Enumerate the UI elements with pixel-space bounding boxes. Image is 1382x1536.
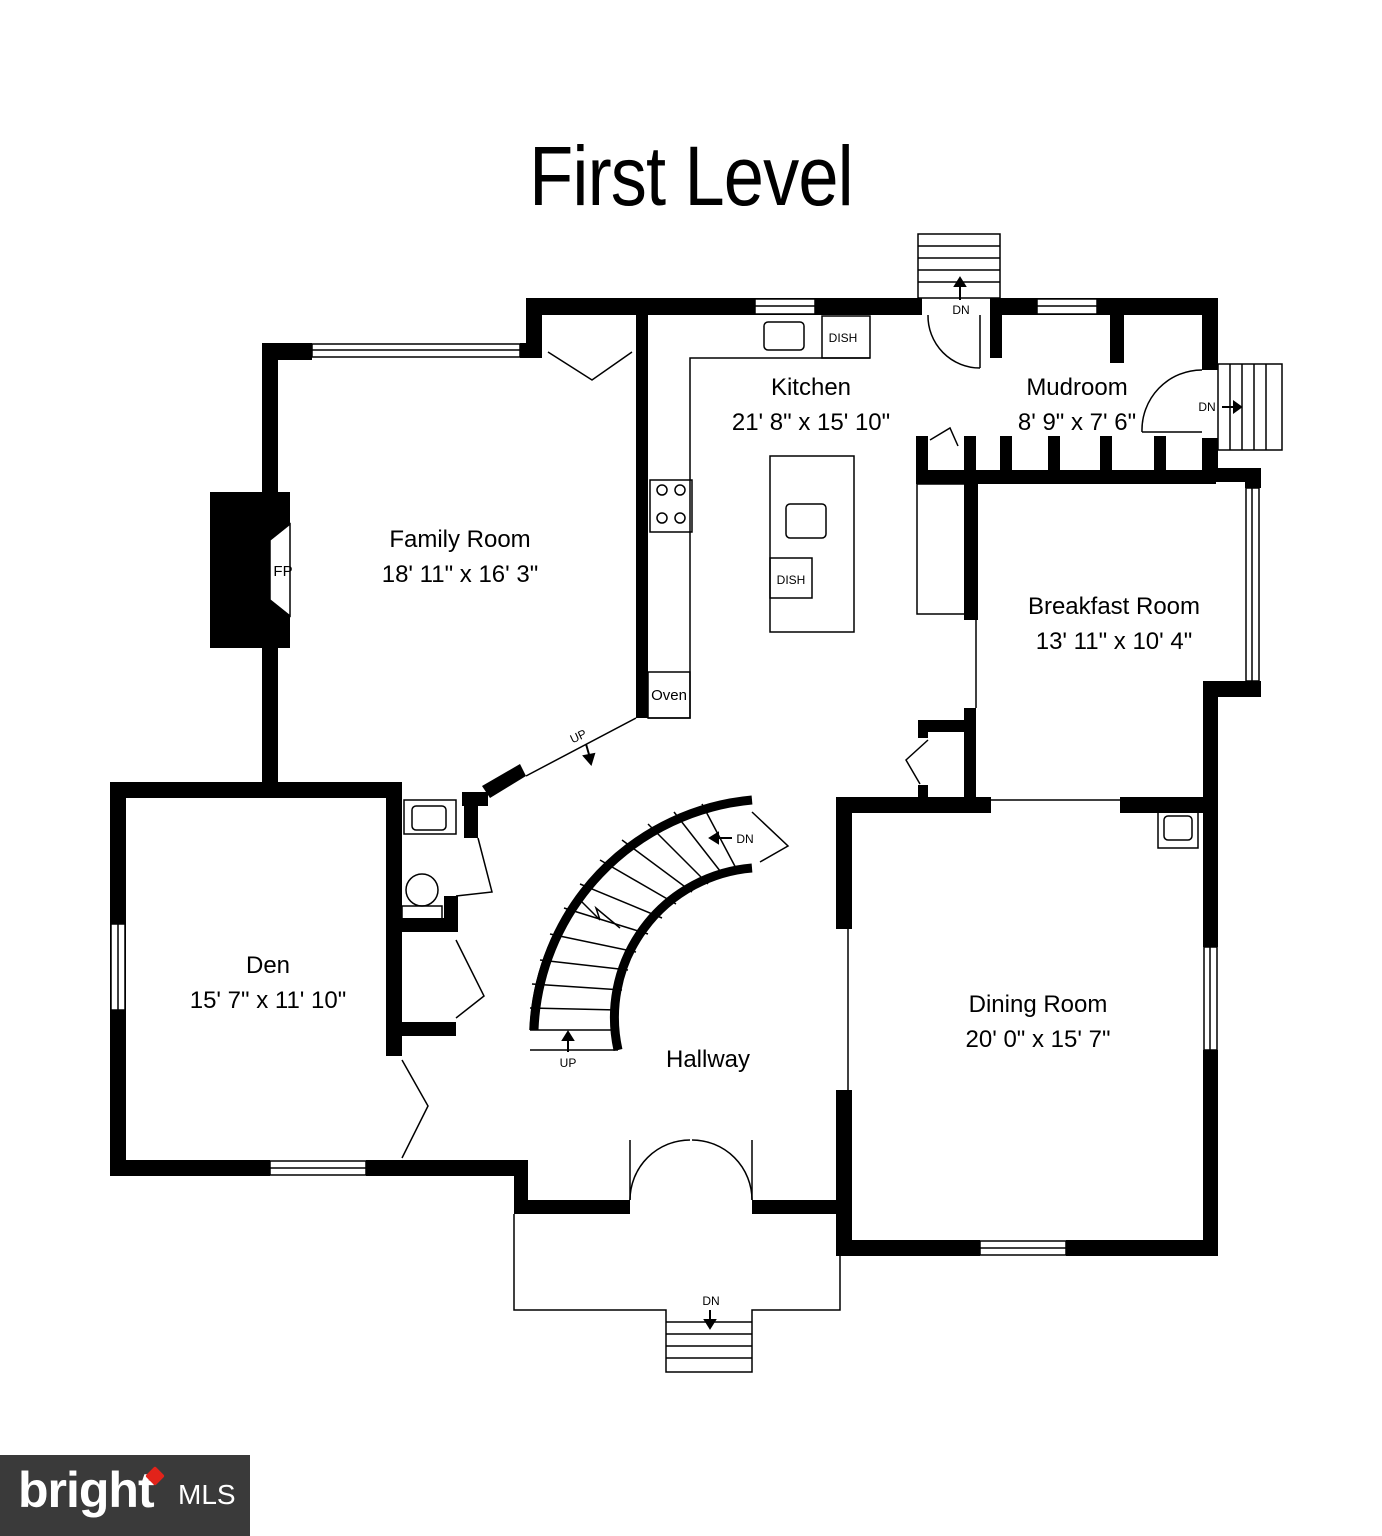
plan-title: First Level <box>529 129 854 223</box>
mudroom-dims: 8' 9" x 7' 6" <box>1018 409 1136 436</box>
breakfast-room-dims: 13' 11" x 10' 4" <box>1036 628 1193 655</box>
hallway-name: Hallway <box>666 1046 750 1073</box>
main-stairs-down-label: DN <box>736 832 753 846</box>
oven-label: Oven <box>651 687 687 704</box>
dining-room-name: Dining Room <box>969 991 1108 1018</box>
den-name: Den <box>246 952 290 979</box>
mudroom-name: Mudroom <box>1026 374 1127 401</box>
fireplace <box>269 522 291 618</box>
kitchen-name: Kitchen <box>771 374 851 401</box>
arrows <box>561 276 1243 1330</box>
family-room-dims: 18' 11" x 16' 3" <box>382 561 539 588</box>
brand-logo: bright MLS <box>0 1455 250 1536</box>
family-room-name: Family Room <box>389 526 530 553</box>
walls <box>110 298 1261 1256</box>
dining-room-dims: 20' 0" x 15' 7" <box>966 1026 1111 1053</box>
fireplace-label: FP <box>273 563 292 580</box>
family-stairs-up-label: UP <box>568 727 589 747</box>
main-stairs-up-label: UP <box>560 1056 577 1070</box>
porch-stairs-down-label: DN <box>702 1294 719 1308</box>
windows <box>110 298 1260 1256</box>
logo-brand-text: bright <box>18 1462 155 1518</box>
breakfast-room-name: Breakfast Room <box>1028 593 1200 620</box>
stair-rails <box>529 795 753 1051</box>
den-dims: 15' 7" x 11' 10" <box>190 987 347 1014</box>
logo-suffix-text: MLS <box>178 1479 236 1510</box>
dishwasher-label: DISH <box>829 331 858 345</box>
top-stairs-down-label: DN <box>952 303 969 317</box>
island-dishwasher-label: DISH <box>777 573 806 587</box>
fixtures-outline <box>401 233 1283 1373</box>
mudroom-stairs-down-label: DN <box>1198 400 1215 414</box>
kitchen-dims: 21' 8" x 15' 10" <box>732 409 890 436</box>
